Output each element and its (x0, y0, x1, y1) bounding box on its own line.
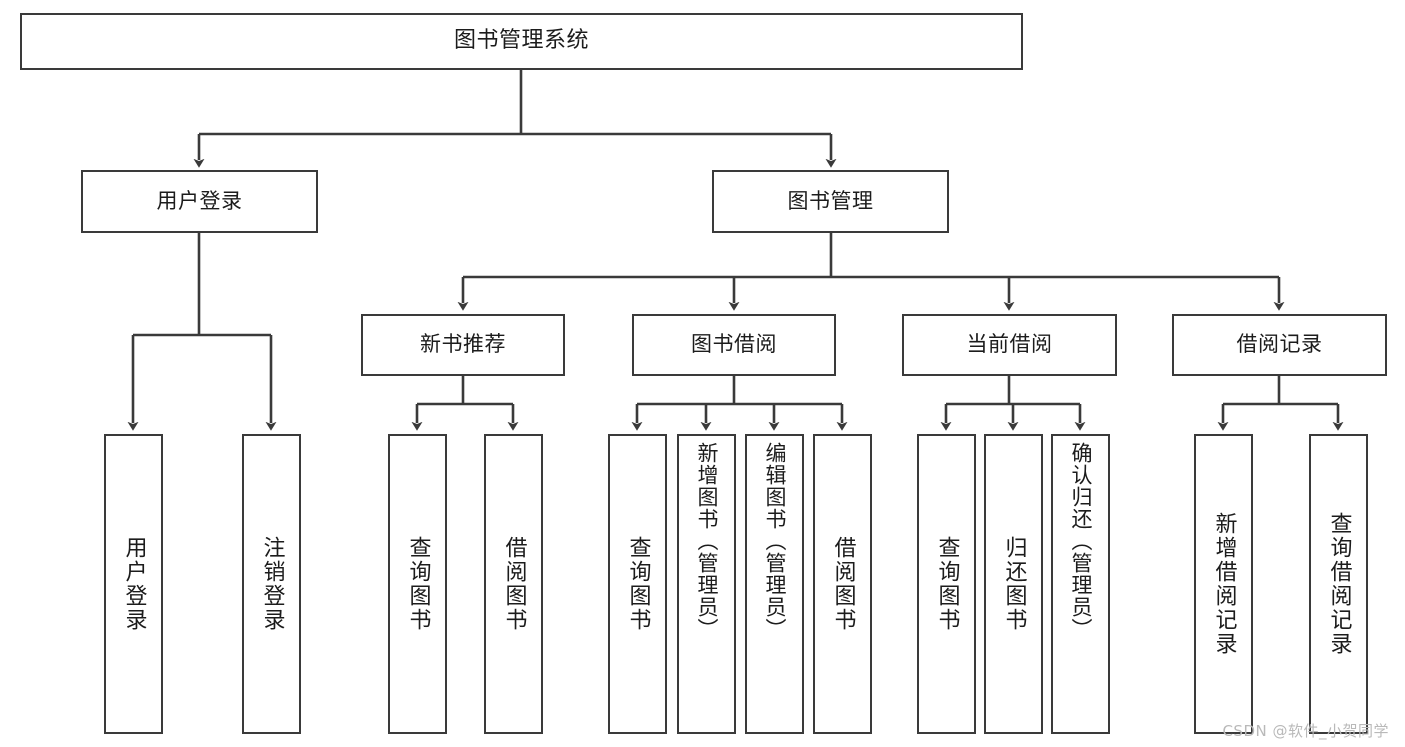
node-leaf-query-record-label: 查询借阅记录 (1326, 512, 1352, 656)
node-user-login[interactable]: 用户登录 (81, 170, 318, 233)
node-leaf-query-book-1[interactable]: 查询图书 (388, 434, 447, 734)
node-book-borrow[interactable]: 图书借阅 (632, 314, 836, 376)
node-leaf-add-record-label: 新增借阅记录 (1211, 512, 1237, 656)
node-leaf-query-book-2-label: 查询图书 (625, 536, 651, 632)
node-current-borrow-label: 当前借阅 (966, 332, 1053, 357)
node-leaf-return-book[interactable]: 归还图书 (984, 434, 1043, 734)
node-user-login-label: 用户登录 (156, 188, 243, 213)
node-root[interactable]: 图书管理系统 (20, 13, 1023, 70)
node-book-borrow-label: 图书借阅 (691, 332, 777, 357)
node-leaf-logout-login-label: 注销登录 (259, 536, 285, 632)
node-new-book-rec-label: 新书推荐 (420, 332, 506, 357)
node-root-label: 图书管理系统 (453, 28, 589, 54)
node-borrow-record-label: 借阅记录 (1236, 332, 1323, 357)
node-leaf-add-record[interactable]: 新增借阅记录 (1194, 434, 1253, 734)
node-leaf-add-book[interactable]: 新增图书（管理员） (677, 434, 736, 734)
node-current-borrow[interactable]: 当前借阅 (902, 314, 1117, 376)
node-borrow-record[interactable]: 借阅记录 (1172, 314, 1387, 376)
node-leaf-confirm-return[interactable]: 确认归还（管理员） (1051, 434, 1110, 734)
node-new-book-rec[interactable]: 新书推荐 (361, 314, 565, 376)
node-leaf-borrow-book-2-label: 借阅图书 (830, 536, 856, 632)
node-book-manage[interactable]: 图书管理 (712, 170, 949, 233)
node-leaf-query-book-3[interactable]: 查询图书 (917, 434, 976, 734)
node-leaf-edit-book[interactable]: 编辑图书（管理员） (745, 434, 804, 734)
node-leaf-add-book-label: 新增图书（管理员） (695, 442, 719, 640)
node-leaf-query-book-2[interactable]: 查询图书 (608, 434, 667, 734)
node-leaf-borrow-book-1-label: 借阅图书 (501, 536, 527, 632)
node-leaf-confirm-return-label: 确认归还（管理员） (1069, 442, 1093, 640)
node-leaf-borrow-book-2[interactable]: 借阅图书 (813, 434, 872, 734)
node-leaf-user-login-label: 用户登录 (121, 536, 147, 632)
node-leaf-query-book-1-label: 查询图书 (405, 536, 431, 632)
node-leaf-logout-login[interactable]: 注销登录 (242, 434, 301, 734)
node-leaf-return-book-label: 归还图书 (1001, 536, 1027, 632)
node-book-manage-label: 图书管理 (787, 188, 874, 213)
node-leaf-query-record[interactable]: 查询借阅记录 (1309, 434, 1368, 734)
node-leaf-user-login[interactable]: 用户登录 (104, 434, 163, 734)
node-leaf-borrow-book-1[interactable]: 借阅图书 (484, 434, 543, 734)
node-leaf-edit-book-label: 编辑图书（管理员） (763, 442, 787, 640)
node-leaf-query-book-3-label: 查询图书 (934, 536, 960, 632)
